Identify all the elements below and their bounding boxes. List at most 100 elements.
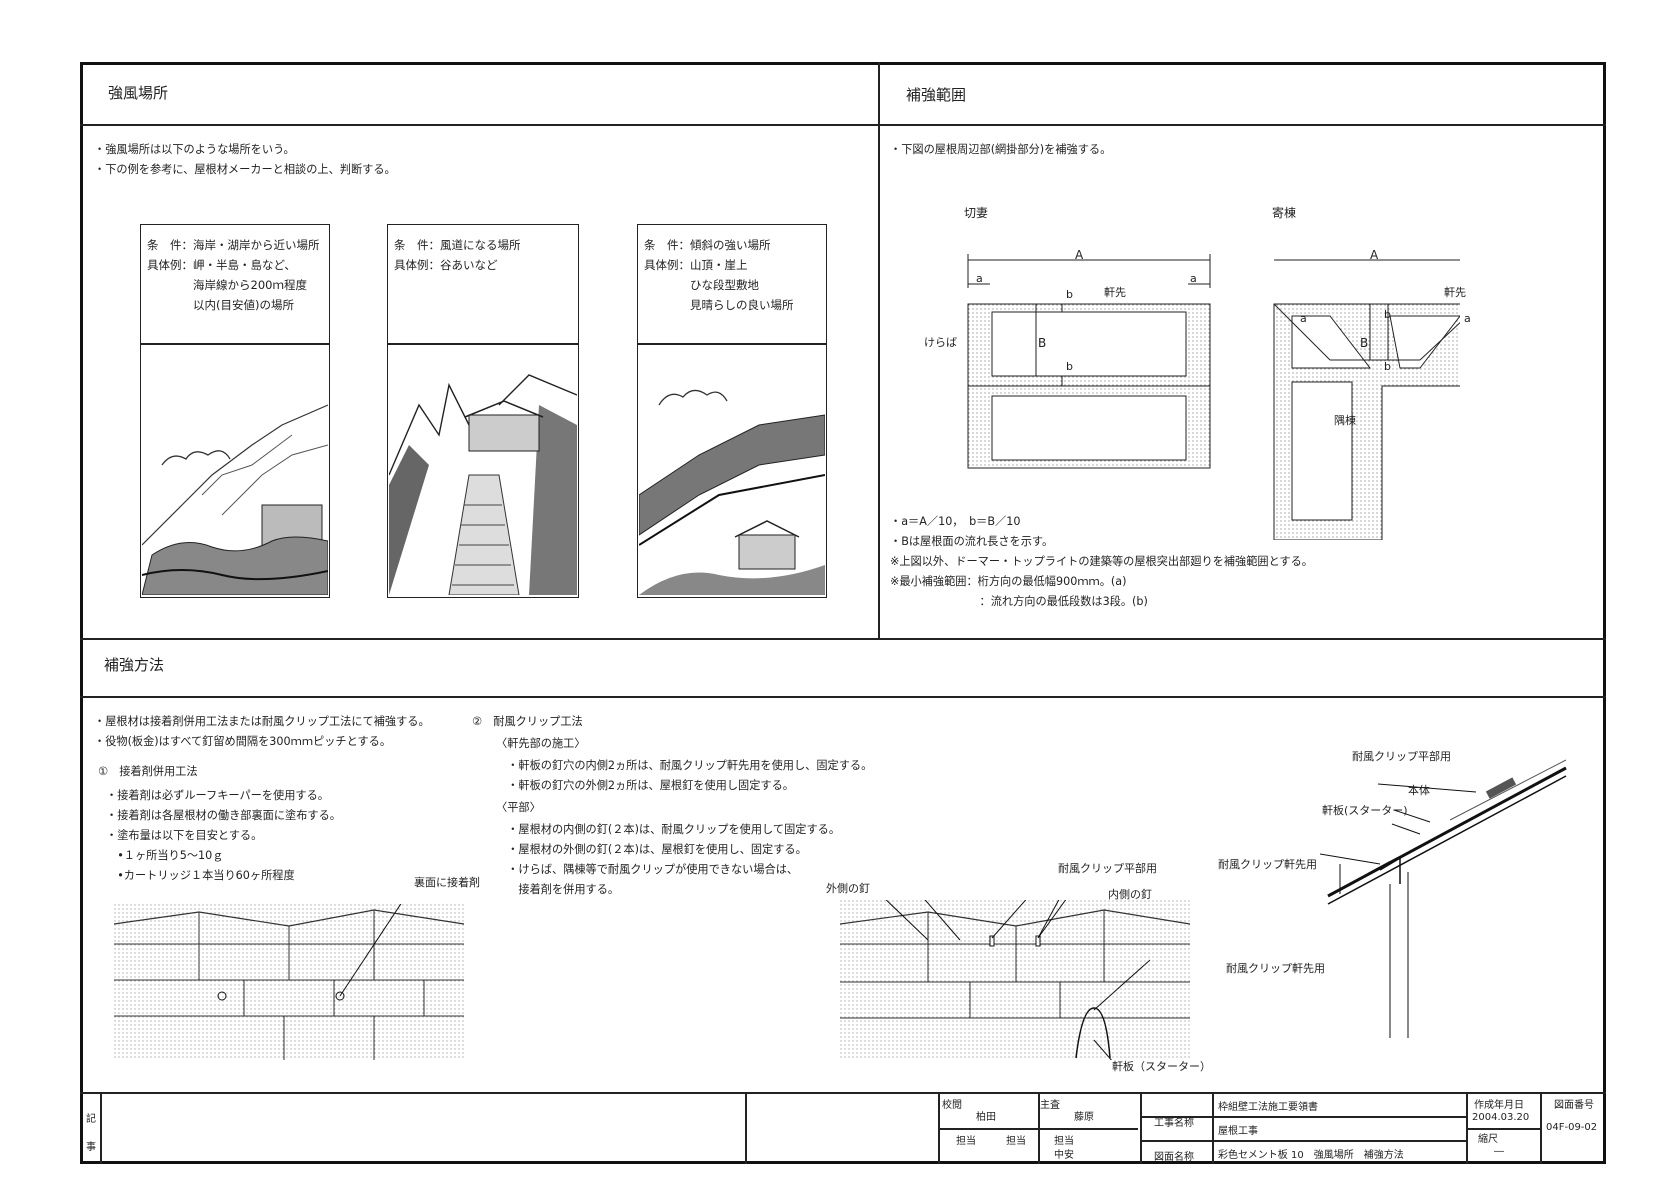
- section-clip-eave-label: 耐風クリップ軒先用: [1218, 858, 1317, 871]
- card3-line-2: 具体例：山頂・崖上: [644, 258, 748, 272]
- card1-line-3: 海岸線から200ｍ程度: [147, 278, 307, 292]
- method1-line-4: •１ヶ所当り5～10ｇ: [106, 849, 224, 862]
- tb-div-2: [745, 1092, 747, 1164]
- range-formula-3: ※上図以外、ドーマー・トップライトの建築等の屋根突出部廻りを補強範囲とする。: [890, 555, 1313, 568]
- card1-line-1: 条 件：海岸・湖岸から近い場所: [147, 238, 320, 252]
- method-section-title: 補強方法: [104, 656, 165, 674]
- dim-A-hip: A: [1370, 248, 1379, 262]
- range-formula-4: ※最小補強範囲：桁方向の最低幅900ｍｍ。(a): [890, 575, 1127, 588]
- dim-B-gable: B: [1038, 336, 1047, 350]
- card3-line-4: 見晴らしの良い場所: [644, 298, 794, 312]
- method1-line-2: ・接着剤は各屋根材の働き部裏面に塗布する。: [106, 809, 341, 822]
- tb-charge-label-1: 担当: [956, 1136, 976, 1147]
- dim-B-hip: B: [1360, 336, 1369, 350]
- clip-eave-callout: 耐風クリップ軒先用: [1226, 962, 1325, 975]
- tb-scale: ―: [1494, 1146, 1504, 1157]
- valley-illustration: [389, 374, 577, 595]
- dim-a-hip-left: a: [1300, 312, 1307, 325]
- divider-header-top: [80, 124, 1606, 126]
- reinforcement-range-diagram: [967, 254, 1460, 540]
- tb-row-4: [1466, 1128, 1540, 1130]
- starter-callout: 軒板（スターター）: [1112, 1060, 1211, 1073]
- tb-remarks-2: 事: [86, 1142, 96, 1153]
- tb-number: 04F-09-02: [1546, 1122, 1598, 1133]
- card1-line-4: 以内(目安値)の場所: [147, 298, 294, 312]
- dim-b-hip-bottom: b: [1384, 360, 1391, 373]
- method2-line-1: 〈軒先部の施工〉: [496, 737, 586, 750]
- inner-nail-callout: 内側の釘: [1108, 888, 1152, 901]
- eave-label-hip: 軒先: [1444, 286, 1466, 299]
- wind-section-title: 強風場所: [108, 84, 169, 102]
- method2-line-6: ・屋根材の外側の釘(２本)は、屋根釘を使用し、固定する。: [496, 843, 807, 856]
- dim-b-gable-bottom: b: [1066, 360, 1073, 373]
- method2-line-7: ・けらば、隅棟等で耐風クリップが使用できない場合は、: [496, 863, 799, 876]
- tb-charge-name: 中安: [1054, 1150, 1074, 1161]
- method1-heading: ① 接着剤併用工法: [98, 765, 198, 778]
- method1-line-5: •カートリッジ１本当り60ヶ所程度: [106, 869, 295, 882]
- clip-flat-callout: 耐風クリップ平部用: [1058, 862, 1157, 875]
- tb-charge-label-2: 担当: [1006, 1136, 1026, 1147]
- hip-ridge-label: 隅棟: [1334, 414, 1356, 427]
- method-intro-2: ・役物(板金)はすべて釘留め間隔を300ｍｍピッチとする。: [94, 735, 392, 748]
- range-formula-2: ・Bは屋根面の流れ長さを示す。: [890, 535, 1054, 548]
- tb-work-name: 屋根工事: [1218, 1126, 1258, 1137]
- tb-project-label: 工事名称: [1154, 1118, 1194, 1129]
- verge-label: けらば: [924, 336, 957, 349]
- card1-line-2: 具体例：岬・半島・島など、: [147, 258, 296, 272]
- wind-example-card-1: 条 件：海岸・湖岸から近い場所 具体例：岬・半島・島など、 海岸線から200ｍ程…: [140, 224, 330, 598]
- drawing-sheet: [80, 62, 1606, 1164]
- divider-method-header: [80, 696, 1606, 698]
- dim-b-hip-top: b: [1384, 308, 1391, 321]
- dim-A-gable: A: [1075, 248, 1084, 262]
- method2-heading: ② 耐風クリップ工法: [472, 715, 583, 728]
- hip-roof-label: 寄棟: [1272, 206, 1297, 220]
- tb-scale-label: 縮尺: [1478, 1134, 1498, 1145]
- method2-line-2: ・軒板の釘穴の内側2ヵ所は、耐風クリップ軒先用を使用し、固定する。: [496, 759, 873, 772]
- tb-project-name: 枠組壁工法施工要領書: [1218, 1102, 1318, 1113]
- method2-line-8: 接着剤を併用する。: [496, 883, 620, 896]
- method2-line-4: 〈平部〉: [496, 801, 541, 814]
- tb-div-8: [1540, 1092, 1542, 1164]
- method2-line-5: ・屋根材の内側の釘(２本)は、耐風クリップを使用して固定する。: [496, 823, 841, 836]
- coast-illustration: [142, 404, 328, 595]
- tb-row-3: [1140, 1140, 1466, 1142]
- divider-middle: [80, 638, 1606, 640]
- range-formula-5: ：流れ方向の最低段数は3段。(b): [890, 595, 1148, 608]
- section-starter-label: 軒板(スターター): [1322, 804, 1408, 817]
- tb-charge-label-3: 担当: [1054, 1136, 1074, 1147]
- wind-example-card-2: 条 件：風道になる場所 具体例：谷あいなど: [387, 224, 579, 598]
- gable-roof-label: 切妻: [964, 206, 989, 220]
- tb-div-6: [1212, 1092, 1214, 1164]
- dim-b-gable-top: b: [1066, 288, 1073, 301]
- dim-a-gable-right: a: [1190, 272, 1197, 285]
- cliff-illustration: [639, 389, 825, 595]
- adhesive-tile-diagram: [114, 904, 465, 1060]
- wind-example-card-3: 条 件：傾斜の強い場所 具体例：山頂・崖上 ひな段型敷地 見晴らしの良い場所: [637, 224, 827, 598]
- range-section-title: 補強範囲: [906, 86, 967, 104]
- card3-line-1: 条 件：傾斜の強い場所: [644, 238, 771, 252]
- tb-drawing-label: 図面名称: [1154, 1152, 1194, 1163]
- tb-div-5: [1140, 1092, 1142, 1164]
- tb-drawing-name: 彩色セメント板 10 強風場所 補強方法: [1218, 1150, 1404, 1161]
- wind-note-2: ・下の例を参考に、屋根材メーカーと相談の上、判断する。: [94, 163, 396, 176]
- tb-div-1: [100, 1092, 102, 1164]
- tb-date: 2004.03.20: [1472, 1112, 1530, 1123]
- tb-remarks-1: 記: [86, 1114, 96, 1125]
- dim-a-gable-left: a: [976, 272, 983, 285]
- tb-row-2: [1140, 1116, 1466, 1118]
- outer-nail-callout: 外側の釘: [826, 882, 870, 895]
- tb-date-label: 作成年月日: [1474, 1100, 1524, 1111]
- method-intro-1: ・屋根材は接着剤併用工法または耐風クリップ工法にて補強する。: [94, 715, 430, 728]
- tb-row-1: [938, 1128, 1138, 1130]
- divider-vertical: [878, 62, 880, 638]
- tb-chief-name: 藤原: [1074, 1112, 1094, 1123]
- eave-label-gable: 軒先: [1104, 286, 1126, 299]
- method2-line-3: ・軒板の釘穴の外側2ヵ所は、屋根釘を使用し固定する。: [496, 779, 794, 792]
- card3-line-3: ひな段型敷地: [644, 278, 759, 292]
- dim-a-hip-right: a: [1464, 312, 1471, 325]
- method1-line-1: ・接着剤は必ずルーフキーパーを使用する。: [106, 789, 329, 802]
- card2-line-2: 具体例：谷あいなど: [394, 258, 498, 272]
- method1-line-3: ・塗布量は以下を目安とする。: [106, 829, 263, 842]
- range-note: ・下図の屋根周辺部(網掛部分)を補強する。: [890, 143, 1112, 156]
- wind-note-1: ・強風場所は以下のような場所をいう。: [94, 143, 295, 156]
